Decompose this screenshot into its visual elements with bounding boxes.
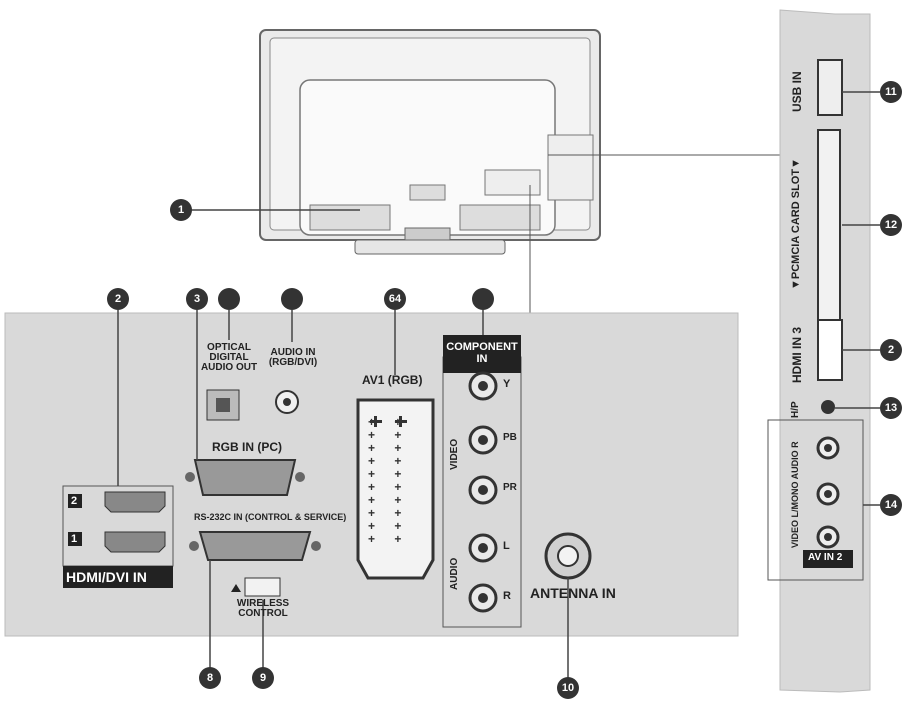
- comp-audio-label: AUDIO: [449, 557, 460, 590]
- rs232-label: RS-232C IN (CONTROL & SERVICE): [194, 512, 347, 522]
- callout-6: 64: [384, 288, 406, 310]
- hdmi-port-1-label: 1: [71, 533, 78, 545]
- callout-10: 10: [557, 677, 579, 699]
- optical-label: OPTICAL DIGITAL AUDIO OUT: [200, 342, 258, 373]
- callout-4: [218, 288, 240, 310]
- comp-video-label: VIDEO: [449, 438, 460, 470]
- hdmi-port-2-label: 2: [71, 495, 78, 507]
- callout-12: 12: [880, 214, 902, 236]
- av1-label: AV1 (RGB): [362, 373, 423, 387]
- hdmi-in3-label: HDMI IN 3: [790, 326, 804, 383]
- comp-l-label: L: [503, 540, 510, 552]
- antenna-label: ANTENNA IN: [530, 585, 616, 601]
- callout-3: 3: [186, 288, 208, 310]
- comp-pr-label: PR: [503, 482, 517, 493]
- comp-r-label: R: [503, 590, 511, 602]
- callout-9: 9: [252, 667, 274, 689]
- component-title: COMPONENT IN: [446, 341, 518, 365]
- callout-2b: 2: [880, 339, 902, 361]
- headphone-label: H/P: [790, 401, 801, 418]
- callout-5: [281, 288, 303, 310]
- usb-in-label: USB IN: [790, 71, 804, 112]
- scart-pins: + ++ ++ ++ ++ ++ ++ ++ ++ ++ +: [368, 415, 410, 546]
- wireless-label: WIRELESS CONTROL: [236, 598, 290, 619]
- hdmi-dvi-label: HDMI/DVI IN: [66, 569, 147, 585]
- callout-7: [472, 288, 494, 310]
- callout-8: 8: [199, 667, 221, 689]
- comp-pb-label: PB: [503, 432, 517, 443]
- callout-11: 11: [880, 81, 902, 103]
- audio-in-label: AUDIO IN (RGB/DVI): [268, 347, 318, 368]
- comp-y-label: Y: [503, 378, 511, 390]
- pcmcia-label: ▼PCMCIA CARD SLOT▼: [790, 158, 802, 290]
- callout-13: 13: [880, 397, 902, 419]
- callout-2: 2: [107, 288, 129, 310]
- rgb-in-label: RGB IN (PC): [212, 440, 282, 454]
- callout-14: 14: [880, 494, 902, 516]
- callout-1: 1: [170, 199, 192, 221]
- av-in2-label: AV IN 2: [808, 552, 843, 563]
- side-av-label: VIDEO L/MONO AUDIO R: [790, 441, 800, 548]
